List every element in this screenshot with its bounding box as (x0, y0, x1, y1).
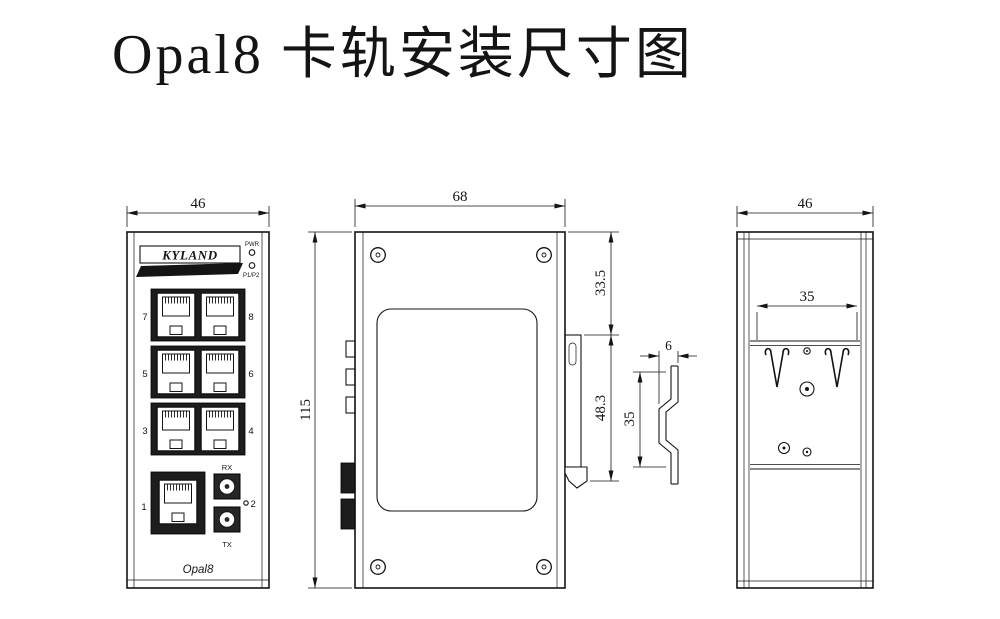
rj45-port-7 (156, 292, 196, 338)
fiber-tx-label: TX (222, 540, 232, 549)
back-width-dimension: 46 (736, 196, 874, 227)
fiber-rx-label: RX (222, 463, 232, 472)
mount-hole-bottom-left-dot (782, 446, 786, 450)
mount-hole-top (803, 347, 811, 355)
port-number-6: 6 (248, 369, 253, 380)
din-clip-plate (564, 334, 582, 468)
side-left-tab (345, 368, 356, 386)
brand-logo-box (139, 245, 241, 264)
clip-profile-height-dimension: 35 (622, 371, 666, 468)
rj45-port-4 (200, 406, 240, 452)
led-pwr-indicator (248, 249, 256, 256)
side-center-panel (376, 308, 538, 512)
side-height-value: 115 (298, 399, 314, 421)
port-number-2: 2 (251, 499, 256, 510)
front-view: 46 KYLAND PWR P1/P2 7 8 5 6 3 4 1 (126, 196, 270, 589)
rail-width-dimension: 35 (756, 289, 858, 340)
side-height-dimension: 115 (298, 231, 352, 589)
port-number-7: 7 (142, 312, 147, 323)
brand-logo-text: KYLAND (161, 248, 218, 263)
fiber-rx-port (213, 473, 241, 500)
port-number-8: 8 (248, 312, 253, 323)
rail-width-value: 35 (800, 289, 815, 305)
led-port2-indicator (243, 500, 249, 506)
rj45-port-1 (158, 479, 198, 525)
clip-top-value: 33.5 (593, 270, 609, 296)
led-p1p2-label: P1/P2 (243, 273, 260, 279)
led-pwr-label: PWR (245, 242, 260, 248)
corner-screw (370, 247, 386, 263)
port-number-5: 5 (142, 369, 147, 380)
back-view: 46 35 (736, 196, 874, 589)
back-body-outline (736, 231, 874, 589)
side-connector-tab (340, 498, 356, 530)
port-number-3: 3 (142, 426, 147, 437)
din-clip-hook (564, 466, 588, 489)
clip-thickness-value: 6 (665, 338, 672, 353)
front-width-dimension: 46 (126, 196, 270, 227)
side-left-tab (345, 396, 356, 414)
side-width-dimension: 68 (354, 189, 566, 227)
rj45-port-6 (200, 349, 240, 395)
mount-hole-bottom-left (777, 441, 791, 455)
clip-height-value: 48.3 (593, 395, 609, 421)
mount-hole-bottom-right (802, 447, 812, 457)
corner-screw (536, 247, 552, 263)
mount-hole-center-dot (805, 387, 809, 391)
rj45-port-5 (156, 349, 196, 395)
corner-screw (536, 559, 552, 575)
clip-thickness-dimension: 6 (640, 338, 697, 404)
din-clip-profile-view: 6 35 (622, 338, 697, 485)
side-left-tab (345, 340, 356, 358)
back-width-value: 46 (798, 196, 814, 212)
mount-hole-center (799, 381, 815, 397)
rj45-port-3 (156, 406, 196, 452)
led-p1p2-indicator (248, 262, 256, 269)
mount-hole-bottom-right-dot (805, 450, 809, 454)
logo-swoosh (136, 263, 243, 277)
model-label: Opal8 (183, 564, 214, 576)
clip-top-dimension: 33.5 (568, 231, 619, 336)
clip-profile-outer-line (665, 366, 679, 484)
clip-height-dimension: 48.3 (590, 335, 619, 482)
side-connector-tab (340, 462, 356, 494)
side-body-outline (354, 231, 566, 589)
clip-profile-height-value: 35 (622, 412, 638, 427)
side-width-value: 68 (453, 189, 468, 205)
corner-screw (370, 559, 386, 575)
mount-hole-top-center (806, 350, 808, 352)
page-title: Opal8 卡轨安装尺寸图 (112, 24, 694, 86)
fiber-tx-port (213, 506, 241, 533)
port-number-4: 4 (248, 426, 253, 437)
clip-profile-inner-line (658, 366, 672, 484)
din-clip-slot (568, 342, 577, 366)
port-number-1: 1 (141, 502, 146, 513)
side-view: 68 115 33.5 (298, 189, 619, 589)
rj45-port-8 (200, 292, 240, 338)
front-width-value: 46 (191, 196, 207, 212)
